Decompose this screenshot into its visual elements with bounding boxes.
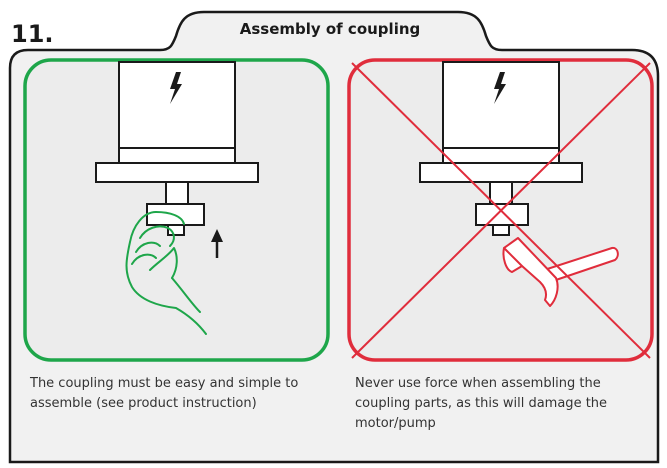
step-number: 11. [11,20,54,48]
motor-band [118,147,236,164]
lightning-bolt-icon [170,72,182,104]
lightning-bolt-icon [494,72,506,104]
prohibited-cross [351,62,651,359]
hammer-illustration [502,237,619,307]
motor-right [419,61,583,236]
motor-flange [95,162,259,183]
correct-caption: The coupling must be easy and simple to … [30,376,299,411]
hand-illustration [125,211,207,335]
motor-shaft [165,181,189,205]
coupling-key [167,224,185,236]
incorrect-caption: Never use force when assembling the coup… [355,376,608,431]
arrow-up-icon [211,229,223,258]
motor-left [95,61,259,236]
section-title: Assembly of coupling [239,20,421,38]
